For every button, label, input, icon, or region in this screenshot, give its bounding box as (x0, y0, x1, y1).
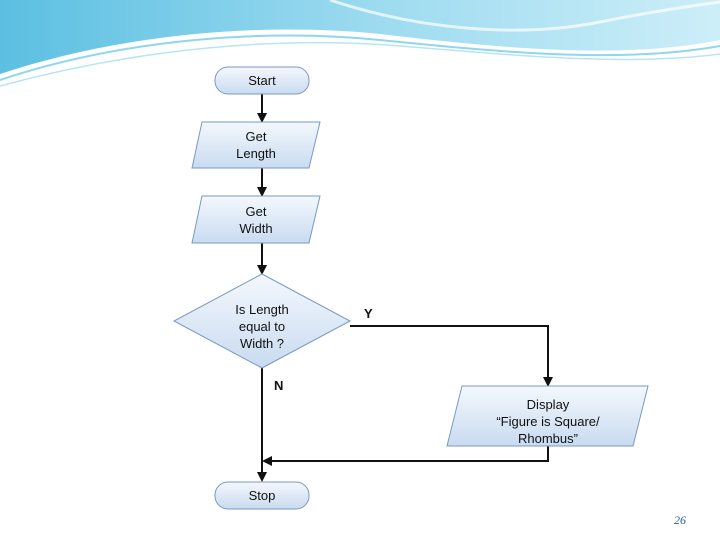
header-wave (0, 0, 720, 87)
connector-display-to-stop (262, 446, 549, 466)
stop-terminator (214, 481, 310, 510)
get-length-label: Get Length (236, 129, 276, 161)
no-label: N (274, 378, 284, 393)
start-terminator (214, 66, 310, 95)
decision-label: Is Length equal to Width ? (235, 301, 289, 351)
stop-label: Stop (248, 488, 276, 503)
connectors (257, 94, 553, 482)
yes-label: Y (364, 306, 373, 321)
get-length-io (191, 121, 321, 169)
decision-diamond (172, 273, 352, 369)
get-width-io (191, 195, 321, 244)
start-label: Start (248, 73, 276, 88)
display-label: Display “Figure is Square/ Rhombus” (496, 396, 600, 446)
connector-yes-branch (350, 325, 553, 387)
page-number: 26 (674, 513, 686, 527)
display-io (446, 385, 649, 447)
get-width-label: Get Width (239, 203, 273, 236)
